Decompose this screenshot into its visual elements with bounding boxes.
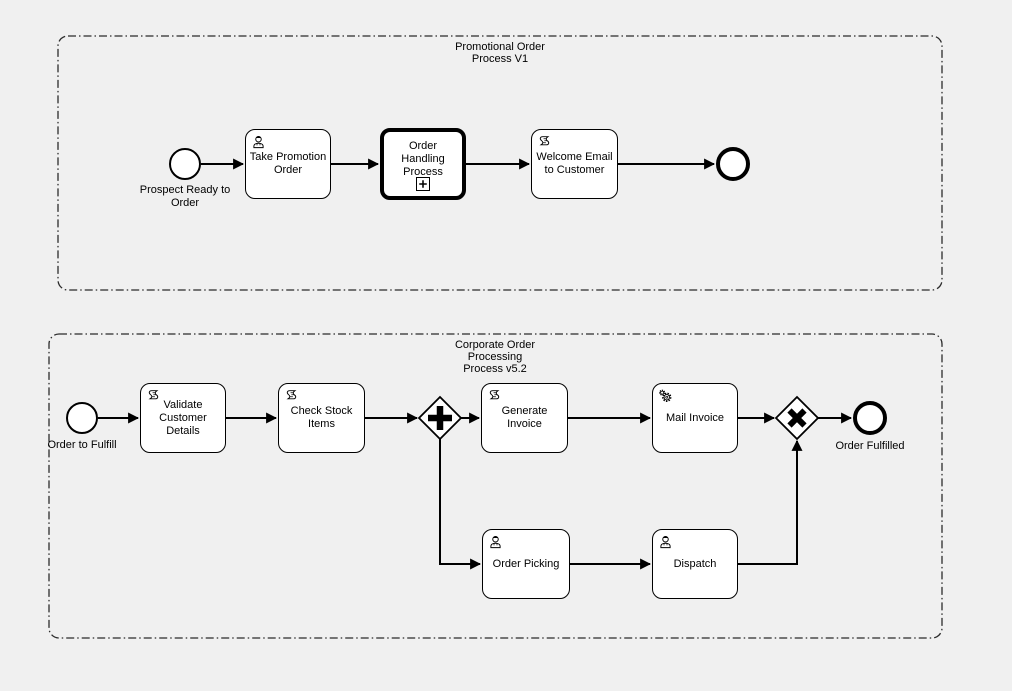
call-activity-order-handling-process[interactable]: Order Handling Process	[380, 128, 466, 200]
task-label: Order Handling Process	[401, 139, 445, 178]
task-label: Welcome Email to Customer	[536, 151, 613, 176]
script-icon	[537, 134, 552, 150]
task-welcome-email[interactable]: Welcome Email to Customer	[531, 129, 618, 199]
subprocess-plus-icon[interactable]	[416, 177, 430, 191]
end-event-promotional[interactable]	[716, 147, 750, 181]
flow-gateway-to-order-picking[interactable]	[439, 439, 482, 570]
task-label: Check Stock Items	[290, 405, 353, 430]
task-generate-invoice[interactable]: Generate Invoice	[481, 383, 568, 453]
script-icon	[487, 388, 502, 404]
task-label: Validate Customer Details	[159, 398, 207, 437]
start-event-order-to-fulfill[interactable]	[66, 402, 98, 434]
task-label: Generate Invoice	[501, 405, 548, 430]
end-event-label: Order Fulfilled	[835, 440, 905, 452]
plus-icon	[428, 406, 452, 430]
start-event-label: Prospect Ready to Order	[139, 184, 231, 209]
start-event-prospect-ready[interactable]	[169, 148, 201, 180]
user-icon	[488, 534, 503, 550]
flow-dispatch-to-exclusive-gateway[interactable]	[738, 439, 803, 565]
task-label: Order Picking	[492, 557, 560, 570]
user-icon	[251, 134, 266, 150]
task-order-picking[interactable]: Order Picking	[482, 529, 570, 599]
task-check-stock-items[interactable]: Check Stock Items	[278, 383, 365, 453]
task-label: Dispatch	[673, 557, 717, 570]
task-label: Mail Invoice	[665, 411, 725, 424]
group-title-promotional: Promotional Order Process V1	[455, 41, 545, 65]
parallel-gateway[interactable]	[417, 395, 463, 441]
gear-icon	[658, 388, 673, 404]
task-mail-invoice[interactable]: Mail Invoice	[652, 383, 738, 453]
x-icon	[787, 408, 807, 428]
group-title-corporate: Corporate Order Processing Process v5.2	[454, 339, 536, 375]
task-take-promotion-order[interactable]: Take Promotion Order	[245, 129, 331, 199]
task-dispatch[interactable]: Dispatch	[652, 529, 738, 599]
task-label: Take Promotion Order	[249, 151, 327, 176]
end-event-order-fulfilled[interactable]	[853, 401, 887, 435]
group-corporate-order-process[interactable]	[48, 333, 943, 639]
script-icon	[146, 388, 161, 404]
group-promotional-order-process[interactable]	[57, 35, 943, 291]
user-icon	[658, 534, 673, 550]
task-validate-customer-details[interactable]: Validate Customer Details	[140, 383, 226, 453]
exclusive-gateway[interactable]	[774, 395, 820, 441]
start-event-label: Order to Fulfill	[47, 439, 117, 451]
script-icon	[284, 388, 299, 404]
